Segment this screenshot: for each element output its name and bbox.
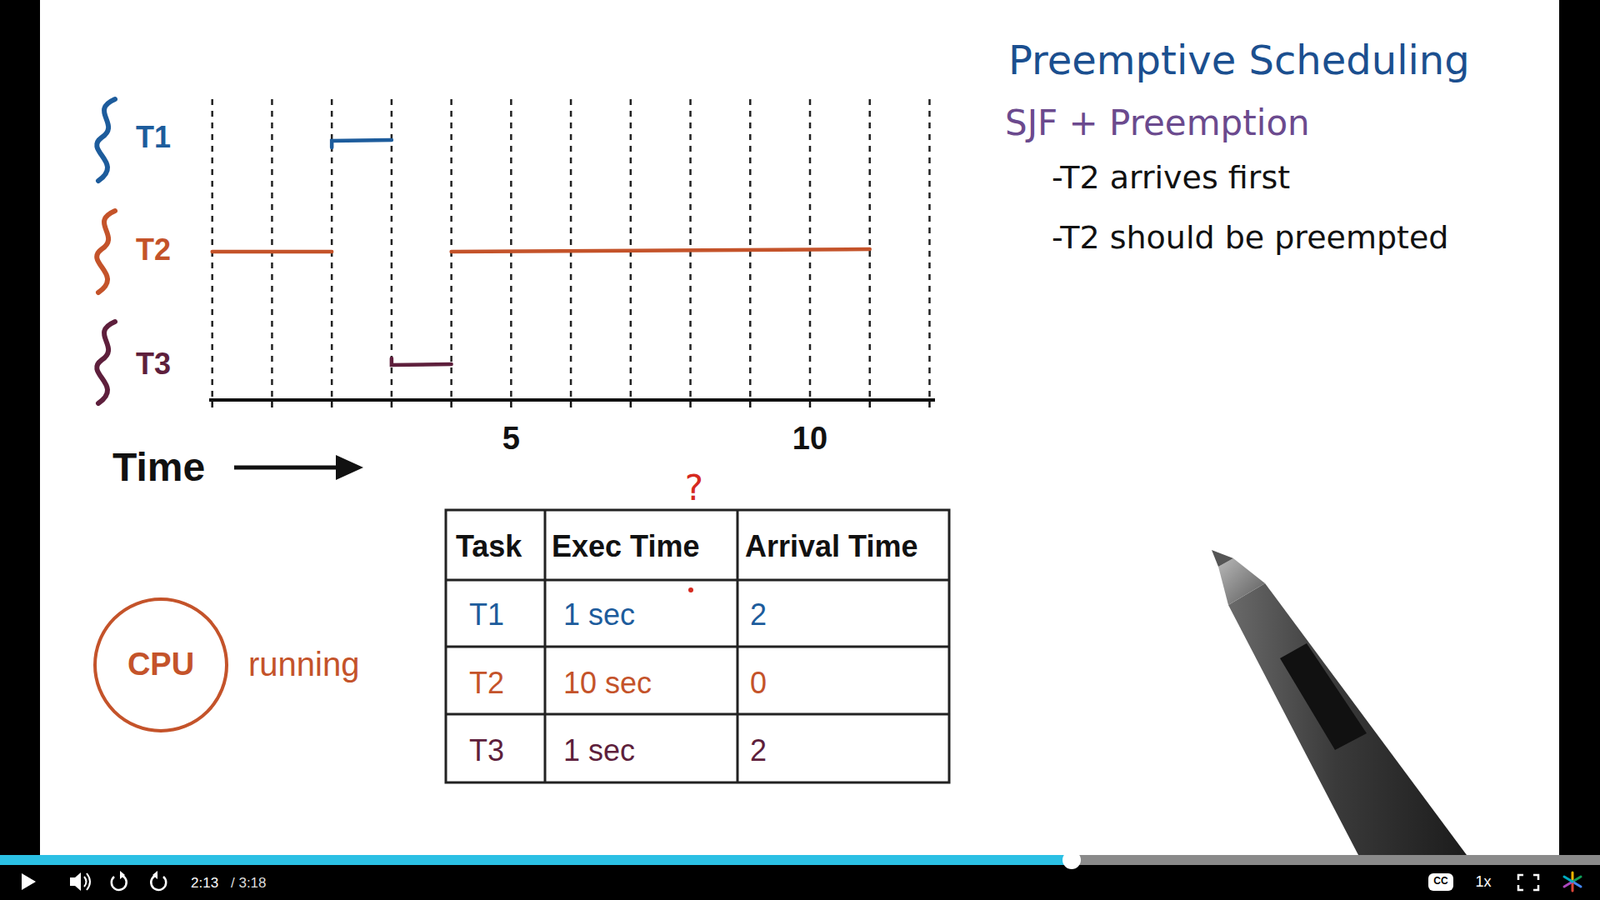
cc-text: CC	[1433, 875, 1448, 887]
table-cell: T3	[469, 734, 505, 768]
note-line: -T2 should be preempted	[1051, 220, 1449, 256]
run-interval	[451, 249, 870, 252]
forward-icon	[150, 875, 166, 890]
thread-icon	[96, 99, 115, 181]
node-text: CPU	[127, 647, 195, 683]
axis-tick	[330, 400, 334, 408]
table-border	[445, 510, 950, 783]
time-axis	[209, 398, 935, 402]
total-time: / 3:18	[230, 875, 267, 892]
axis-tick	[689, 400, 692, 408]
slide-ground	[40, 0, 1560, 855]
time-gridline	[570, 99, 573, 399]
volume-waves	[84, 873, 90, 890]
forward-head	[152, 870, 158, 880]
time-gridline	[270, 99, 274, 399]
cpu-state: running	[248, 645, 360, 683]
axis-tick	[928, 400, 931, 408]
axis-tick	[630, 400, 633, 408]
brand-logo	[1564, 872, 1581, 891]
table-cell: T1	[469, 598, 505, 632]
axis-tick	[210, 400, 214, 408]
axis-number: 5	[502, 421, 520, 457]
time-gridline	[390, 99, 394, 399]
pen-grip	[1280, 643, 1367, 750]
red-dot	[688, 587, 694, 593]
cc-icon	[1428, 873, 1454, 891]
thread-label: T2	[135, 233, 171, 267]
rewind-head	[120, 870, 125, 880]
pen-body	[1228, 583, 1467, 855]
fullscreen-icon	[1518, 875, 1539, 890]
logo-ray	[1572, 876, 1581, 882]
table-rule	[445, 579, 950, 582]
title: Preemptive Scheduling	[1008, 38, 1470, 83]
run-interval	[331, 140, 392, 148]
current-time: 2:13	[190, 875, 219, 892]
axis-number: 10	[792, 421, 828, 457]
pen-cone	[1218, 558, 1265, 605]
table-header: Task	[455, 530, 522, 564]
table-cell: 2	[750, 598, 767, 632]
logo-ray	[1564, 876, 1573, 882]
speed-text: 1x	[1475, 874, 1491, 891]
note-line: -T2 arrives first	[1051, 160, 1290, 196]
table-rule	[445, 645, 950, 649]
progress-handle	[1062, 850, 1081, 870]
pen-tip	[1211, 550, 1234, 567]
logo-ray	[1564, 881, 1573, 887]
thread-label: T3	[135, 347, 171, 381]
thread-icon	[96, 210, 115, 293]
thread-icon	[96, 321, 115, 404]
table-header: Exec Time	[551, 530, 700, 564]
axis-tick	[749, 400, 752, 408]
play-icon	[21, 873, 36, 890]
time-arrow-shaft	[234, 465, 342, 470]
circle-outline	[95, 599, 227, 731]
question-mark: ?	[685, 469, 704, 508]
axis-tick	[570, 400, 573, 408]
progress-fill	[0, 855, 1072, 865]
run-interval	[391, 358, 452, 365]
run-interval	[212, 250, 332, 255]
time-gridline	[210, 99, 214, 399]
axis-tick	[510, 400, 513, 408]
progress-track	[0, 855, 1600, 865]
table-cell: 10 sec	[563, 666, 652, 700]
thread-label: T1	[135, 120, 171, 155]
volume-icon	[70, 872, 81, 891]
note-heading: SJF + Preemption	[1005, 104, 1310, 143]
axis-tick	[270, 400, 274, 408]
time-arrow-head	[335, 455, 364, 480]
control-bar	[0, 865, 1600, 900]
time-gridline	[510, 99, 513, 399]
axis-title: Time	[112, 445, 205, 490]
axis-tick	[868, 400, 871, 408]
gantt-chart	[96, 99, 935, 408]
table-cell: 1 sec	[563, 598, 635, 632]
table-cell: T2	[469, 666, 505, 700]
rewind-icon	[111, 875, 127, 890]
time-gridline	[928, 99, 931, 399]
table-rule	[445, 713, 950, 716]
table-cell: 0	[750, 666, 767, 700]
cpu-circle: CPU	[92, 596, 230, 734]
table-cell: 1 sec	[563, 734, 635, 768]
axis-tick	[390, 400, 394, 408]
table-header: Arrival Time	[745, 530, 918, 564]
table-cell: 2	[750, 734, 767, 768]
axis-tick	[809, 400, 812, 408]
axis-tick	[450, 400, 453, 408]
time-gridline	[450, 99, 453, 399]
